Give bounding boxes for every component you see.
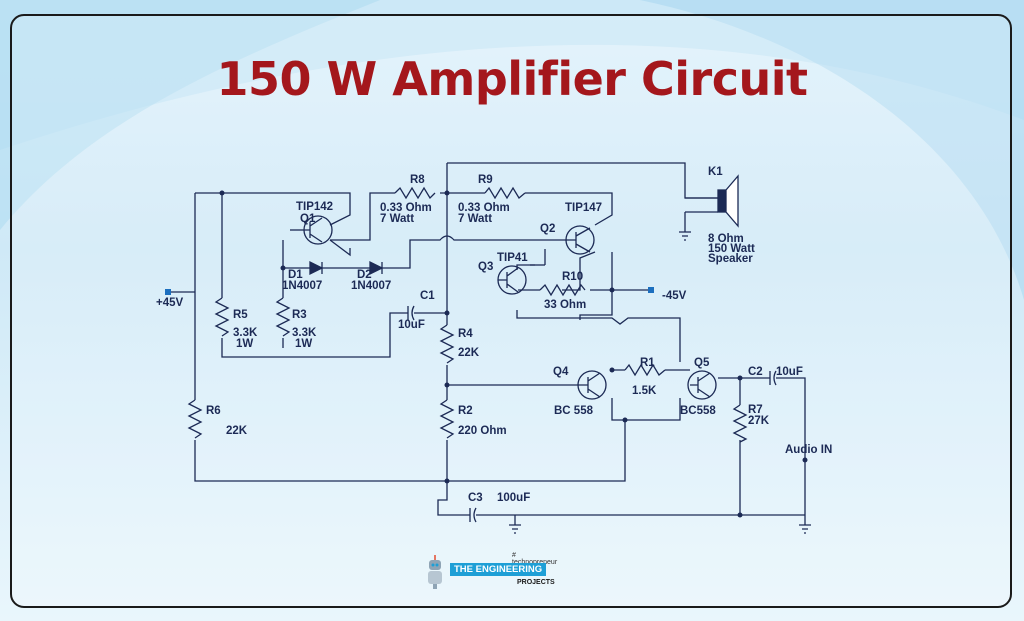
r9-ref: R9	[478, 174, 493, 186]
terminal-vpos	[165, 289, 171, 295]
d2-ref: D2	[357, 269, 372, 281]
r5-value: 3.3K	[233, 327, 258, 339]
r9-value: 0.33 Ohm	[458, 202, 510, 214]
r2-ref: R2	[458, 405, 473, 417]
transistor-q1	[290, 215, 333, 245]
r8-value: 0.33 Ohm	[380, 202, 432, 214]
c3-ref: C3	[468, 492, 483, 504]
c3-value: 100uF	[497, 492, 530, 504]
q5-ref: Q5	[694, 357, 710, 369]
resistor-r6	[187, 399, 203, 439]
diode-d1	[309, 260, 324, 276]
resistor-r10	[539, 283, 586, 297]
logo-tagline: # technopreneur	[512, 552, 557, 566]
capacitor-c3	[469, 507, 480, 523]
r3-ref: R3	[292, 309, 307, 321]
resistor-r9	[484, 186, 526, 200]
resistor-r2	[439, 399, 455, 439]
capacitor-c1	[407, 305, 418, 321]
terminal-vneg	[648, 287, 654, 293]
q4-name: BC 558	[554, 405, 594, 417]
r1-value: 1.5K	[632, 385, 657, 397]
c2-ref: C2	[748, 366, 763, 378]
q1-ref: Q1	[300, 213, 316, 225]
audio-in-label: Audio IN	[785, 444, 832, 456]
vneg-label: -45V	[662, 290, 687, 302]
k1-ref: K1	[708, 166, 723, 178]
d1-value: 1N4007	[282, 280, 322, 292]
q3-name: TIP41	[497, 252, 528, 264]
r10-ref: R10	[562, 271, 583, 283]
junction-dots	[219, 190, 808, 518]
r5-ref: R5	[233, 309, 248, 321]
content-frame	[10, 14, 1012, 608]
transistor-q2	[560, 225, 595, 255]
r8-ref: R8	[410, 174, 425, 186]
c2-value: 10uF	[776, 366, 803, 378]
q2-ref: Q2	[540, 223, 555, 235]
q2-name: TIP147	[565, 202, 602, 214]
resistor-r8	[394, 186, 436, 200]
engineering-projects-logo: # technopreneur THE ENGINEERING PROJECTS	[422, 552, 562, 592]
wires	[194, 162, 806, 525]
resistor-r1	[624, 363, 666, 377]
k1-line2: 150 Watt	[708, 243, 755, 255]
r4-ref: R4	[458, 328, 473, 340]
page-title: 150 W Amplifier Circuit	[216, 52, 808, 106]
diode-d2	[369, 260, 384, 276]
c1-ref: C1	[420, 290, 435, 302]
r7-value: 27K	[748, 415, 770, 427]
r5-power: 1W	[236, 338, 253, 350]
c1-value: 10uF	[398, 319, 425, 331]
d2-value: 1N4007	[351, 280, 391, 292]
transistor-q5	[687, 370, 717, 400]
resistor-r3	[275, 297, 291, 337]
r6-ref: R6	[206, 405, 221, 417]
r3-power: 1W	[295, 338, 312, 350]
q4-ref: Q4	[553, 366, 569, 378]
capacitor-c2	[769, 370, 780, 386]
r6-value: 22K	[226, 425, 248, 437]
d1-ref: D1	[288, 269, 303, 281]
transistor-q3	[497, 265, 527, 295]
ground-symbols	[509, 231, 811, 534]
resistor-r5	[214, 297, 230, 337]
r8-power: 7 Watt	[380, 213, 414, 225]
q5-name: BC558	[680, 405, 716, 417]
logo-wordmark: THE ENGINEERING	[450, 563, 547, 576]
logo-subtitle: PROJECTS	[517, 579, 555, 586]
r7-ref: R7	[748, 404, 763, 416]
resistor-r7	[732, 404, 748, 443]
speaker-k1	[717, 174, 739, 228]
r9-power: 7 Watt	[458, 213, 492, 225]
robot-icon	[428, 555, 442, 589]
k1-line3: Speaker	[708, 253, 753, 265]
transistor-q4	[577, 370, 607, 400]
k1-line1: 8 Ohm	[708, 233, 744, 245]
q1-name: TIP142	[296, 201, 333, 213]
q3-ref: Q3	[478, 261, 493, 273]
r10-value: 33 Ohm	[544, 299, 586, 311]
r4-value: 22K	[458, 347, 480, 359]
vpos-label: +45V	[156, 297, 184, 309]
r2-value: 220 Ohm	[458, 425, 507, 437]
r3-value: 3.3K	[292, 327, 317, 339]
resistor-r4	[439, 324, 455, 364]
r1-ref: R1	[640, 357, 655, 369]
